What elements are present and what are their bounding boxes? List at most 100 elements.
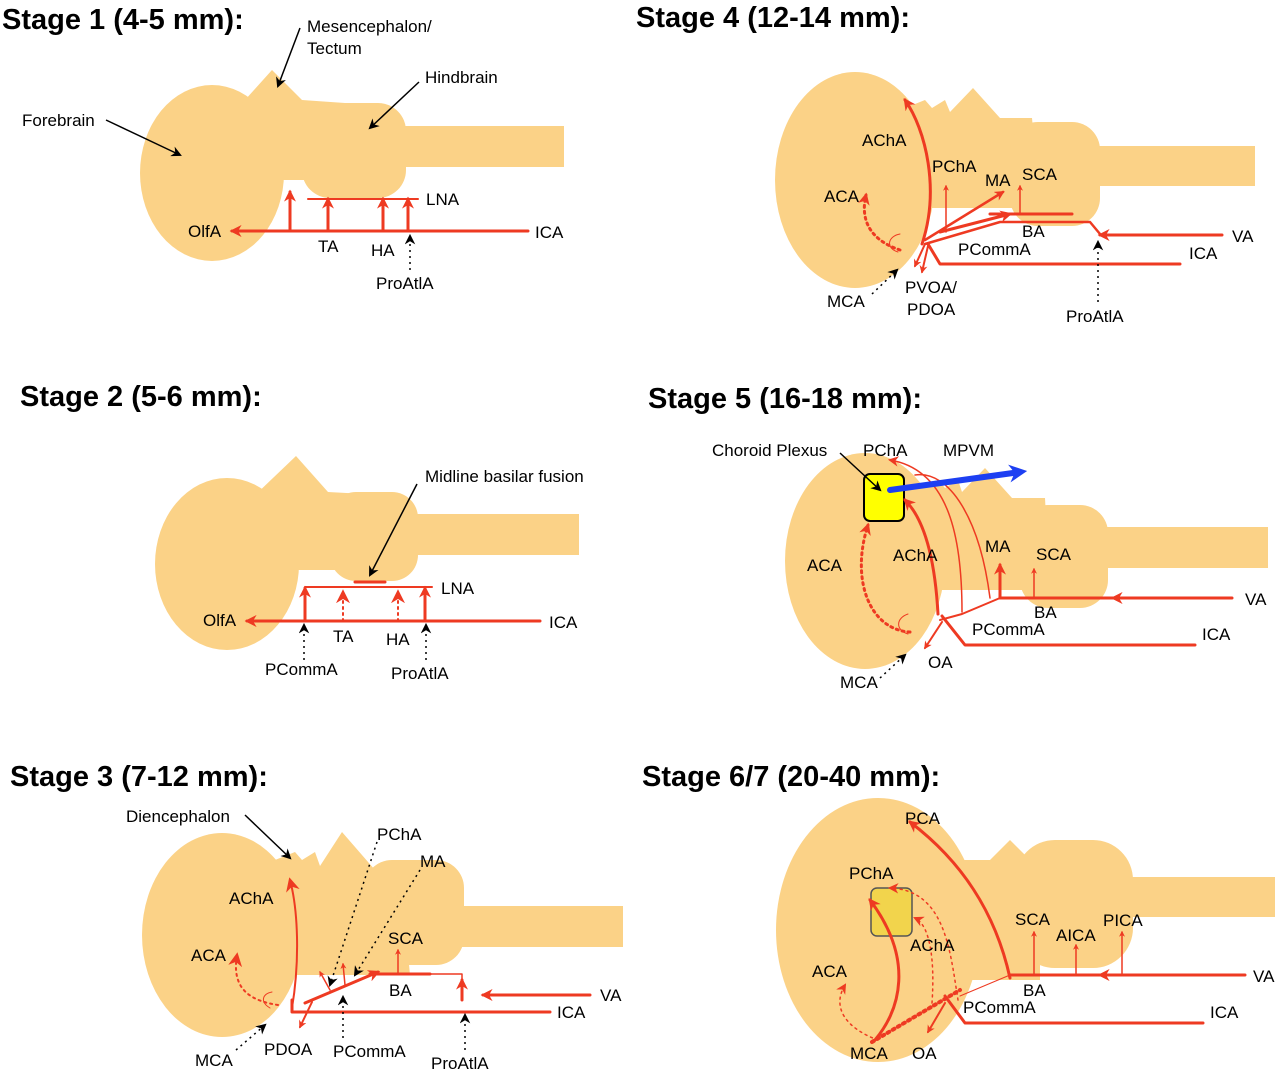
acha-artery: [903, 98, 932, 246]
hindbrain-shape: [1010, 122, 1100, 226]
pca-label: PCA: [905, 809, 941, 828]
mca-pointer: [235, 1023, 267, 1051]
forebrain-label: Forebrain: [22, 111, 95, 130]
stage-5-arteries: [859, 456, 1234, 650]
pcha-acha-artery: [868, 898, 901, 1042]
mpvm-label: MPVM: [943, 441, 994, 460]
stage-3-title: Stage 3 (7-12 mm):: [10, 761, 268, 793]
pdoa-artery: [299, 1001, 313, 1029]
aca-artery: [228, 952, 279, 1006]
olfa-label: OlfA: [188, 222, 222, 241]
stage-5-panel: Stage 5 (16-18 mm): Choroid: [648, 383, 1268, 692]
pcomma-artery: [959, 974, 1011, 997]
ma-artery: [340, 962, 347, 986]
stage-5-pointers: [839, 452, 907, 679]
pcha-artery: [319, 970, 331, 991]
ica-label: ICA: [1202, 625, 1231, 644]
stage-4-title: Stage 4 (12-14 mm):: [636, 2, 910, 34]
ica-label: ICA: [1210, 1003, 1239, 1022]
spinal-cord-shape: [1090, 527, 1268, 568]
va-label: VA: [1245, 590, 1267, 609]
pvoa-artery: [914, 243, 926, 268]
mca-label: MCA: [827, 292, 865, 311]
ica-artery: [940, 614, 1197, 647]
pcha-label: PChA: [849, 864, 894, 883]
acha-artery: [913, 916, 934, 1004]
ica-artery: [290, 998, 552, 1014]
mesencephalon-shape: [900, 88, 1040, 208]
stage-6-title: Stage 6/7 (20-40 mm):: [642, 761, 940, 793]
spinal-cord-shape: [440, 906, 623, 947]
hindbrain-shape: [330, 492, 418, 581]
pcha-artery: [887, 456, 963, 613]
mesencephalon-pointer: [276, 27, 301, 88]
stage-2-panel: Stage 2 (5-6 mm): Midline basilar fusion…: [20, 381, 584, 683]
oa-label: OA: [928, 653, 953, 672]
aca-artery: [857, 192, 902, 252]
proatla-label: ProAtlA: [391, 664, 449, 683]
stage-1-brain: [140, 70, 564, 261]
pcomma-label: PCommA: [333, 1042, 406, 1061]
pcomma-label: PCommA: [265, 660, 338, 679]
pdoa-label: PDOA: [907, 300, 956, 319]
mca-label: MCA: [195, 1051, 233, 1070]
pdoa-artery: [919, 245, 929, 274]
stage-6-arteries: [836, 820, 1247, 1044]
ma-pointer: [353, 869, 421, 977]
mca-loop-artery: [898, 613, 909, 635]
pcomma-label: PCommA: [972, 620, 1045, 639]
midline-label: Midline basilar fusion: [425, 467, 584, 486]
acha-artery: [903, 498, 940, 616]
va-label: VA: [600, 986, 622, 1005]
hindbrain-shape: [1015, 840, 1133, 968]
ma-label: MA: [985, 171, 1011, 190]
aca-artery: [836, 983, 879, 1041]
acha-label: AChA: [893, 546, 938, 565]
tectum-label: Tectum: [307, 39, 362, 58]
aca-label: ACA: [191, 946, 227, 965]
spinal-cord-shape: [1080, 146, 1255, 186]
hindbrain-pointer: [368, 81, 420, 130]
stage-3-arteries: [228, 877, 592, 1029]
stage-3-brain: [142, 832, 623, 1037]
stage-2-title: Stage 2 (5-6 mm):: [20, 381, 262, 413]
sca-label: SCA: [388, 929, 424, 948]
ta-label: TA: [318, 237, 339, 256]
ica-artery: [926, 242, 1182, 266]
spinal-cord-shape: [1120, 877, 1275, 917]
pcomma-artery: [939, 597, 1001, 621]
ba-label: BA: [1023, 981, 1046, 1000]
stage-3-panel: Stage 3 (7-12 mm):: [10, 761, 623, 1071]
oa-artery: [924, 621, 943, 650]
pvoa-label: PVOA/: [905, 278, 957, 297]
ba-artery: [938, 210, 1013, 234]
mesencephalon-label: Mesencephalon/: [307, 17, 432, 36]
mca-label: MCA: [840, 673, 878, 692]
pca-artery: [908, 820, 1012, 980]
pcha-posterior-artery: [914, 474, 991, 599]
ma-label: MA: [420, 852, 446, 871]
pcha-label: PChA: [377, 825, 422, 844]
ica-label: ICA: [1189, 244, 1218, 263]
stage-2-arteries: [244, 580, 542, 627]
diencephalon-label: Diencephalon: [126, 807, 230, 826]
pcha-posterior-artery: [887, 883, 959, 1001]
proatla-label: ProAtlA: [1066, 307, 1124, 326]
diencephalon-pointer: [244, 814, 292, 860]
hindbrain-shape: [1020, 505, 1108, 608]
ta-label: TA: [333, 627, 354, 646]
va-label: VA: [1253, 967, 1275, 986]
aca-label: ACA: [824, 187, 860, 206]
midline-pointer: [369, 483, 418, 577]
stage-1-pointers: [105, 27, 420, 270]
stage-4-arteries: [857, 98, 1224, 274]
hindbrain-shape: [302, 103, 406, 198]
pcomma-label: PCommA: [963, 998, 1036, 1017]
stage-3-pointers: [235, 814, 471, 1051]
stage-2-brain: [155, 456, 579, 650]
ica-label: ICA: [557, 1003, 586, 1022]
hindbrain-label: Hindbrain: [425, 68, 498, 87]
aca-label: ACA: [812, 962, 848, 981]
ica-artery: [943, 994, 1205, 1025]
